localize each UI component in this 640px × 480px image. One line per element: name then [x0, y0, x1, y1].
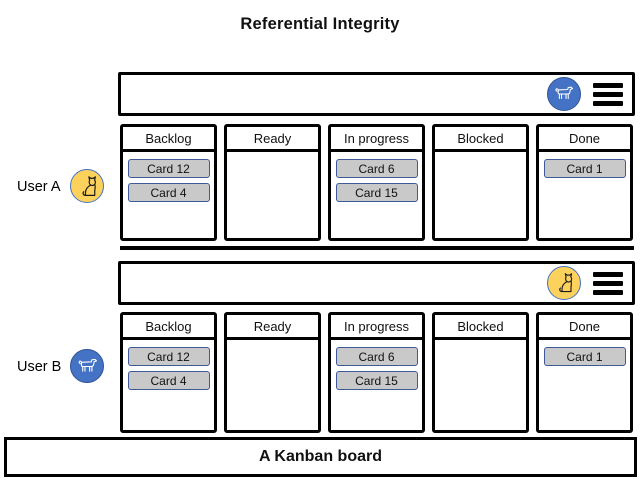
kanban-card[interactable]: Card 12	[127, 347, 210, 366]
column-header: Blocked	[435, 127, 526, 152]
board-2-column-backlog: Backlog Card 12 Card 4	[120, 312, 217, 433]
user-b-avatar	[70, 349, 104, 383]
board-divider-line	[120, 246, 634, 250]
board-1-column-ready: Ready	[224, 124, 321, 241]
board-2-header-bar	[118, 261, 635, 305]
board-2-column-blocked: Blocked	[432, 312, 529, 433]
column-header: Backlog	[123, 315, 214, 340]
kanban-card[interactable]: Card 1	[543, 159, 626, 178]
column-header: In progress	[331, 315, 422, 340]
column-header: Done	[539, 315, 630, 340]
board-2-column-ready: Ready	[224, 312, 321, 433]
board-1-hamburger-icon[interactable]	[593, 82, 623, 106]
column-header: Ready	[227, 315, 318, 340]
dog-icon	[78, 358, 97, 372]
cat-icon	[81, 175, 96, 196]
dog-icon	[555, 86, 574, 99]
column-header: Blocked	[435, 315, 526, 340]
board-2-hamburger-icon[interactable]	[593, 271, 623, 295]
user-a-label: User A	[17, 179, 61, 195]
column-header: In progress	[331, 127, 422, 152]
kanban-card[interactable]: Card 1	[543, 347, 626, 366]
kanban-card[interactable]: Card 4	[127, 183, 210, 202]
board-2-column-in-progress: In progress Card 6 Card 15	[328, 312, 425, 433]
caption-text: A Kanban board	[259, 448, 382, 465]
kanban-card[interactable]: Card 6	[335, 347, 418, 366]
board-1-avatar-button[interactable]	[547, 77, 581, 111]
board-1-header-bar	[118, 72, 635, 116]
column-header: Backlog	[123, 127, 214, 152]
kanban-card[interactable]: Card 4	[127, 371, 210, 390]
board-1-column-backlog: Backlog Card 12 Card 4	[120, 124, 217, 241]
user-a-avatar	[70, 169, 104, 203]
board-1-column-done: Done Card 1	[536, 124, 633, 241]
user-b-label: User B	[17, 359, 62, 375]
board-1-column-in-progress: In progress Card 6 Card 15	[328, 124, 425, 241]
caption-box: A Kanban board	[4, 437, 637, 477]
kanban-card[interactable]: Card 12	[127, 159, 210, 178]
board-2-column-done: Done Card 1	[536, 312, 633, 433]
kanban-card[interactable]: Card 15	[335, 371, 418, 390]
diagram-title: Referential Integrity	[240, 15, 400, 33]
board-1-column-blocked: Blocked	[432, 124, 529, 241]
board-2-avatar-button[interactable]	[547, 266, 581, 300]
kanban-card[interactable]: Card 6	[335, 159, 418, 178]
column-header: Ready	[227, 127, 318, 152]
cat-icon	[559, 273, 573, 293]
kanban-card[interactable]: Card 15	[335, 183, 418, 202]
column-header: Done	[539, 127, 630, 152]
